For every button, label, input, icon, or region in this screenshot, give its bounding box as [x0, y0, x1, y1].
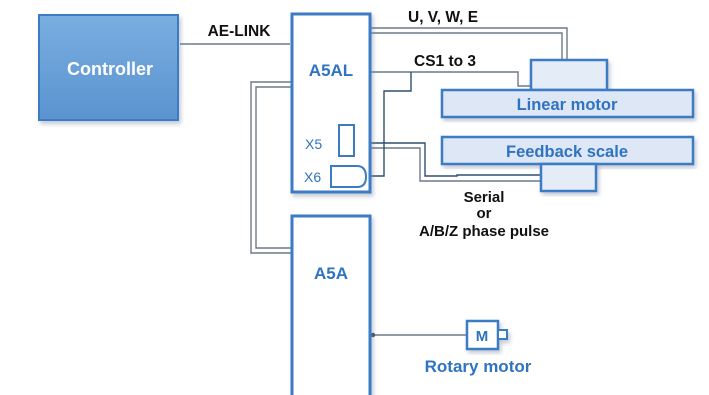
controller-label: Controller [67, 59, 153, 79]
ae-link-label: AE-LINK [208, 23, 272, 40]
rotary-motor-symbol: M [476, 328, 489, 345]
feedback-scale-label: Feedback scale [506, 143, 628, 161]
a5al-unit [290, 12, 372, 194]
cs-cable-label: CS1 to 3 [414, 53, 476, 70]
feedback-scale-head [539, 162, 598, 193]
a5al-a5a-link [255, 86, 292, 249]
power-cable-inner [370, 32, 563, 60]
rotary-motor-icon [465, 319, 508, 351]
a5al-label: A5AL [309, 61, 353, 80]
signal-type-or: or [477, 205, 492, 222]
x5-feedback-wire-2 [355, 147, 540, 182]
x6-port-label: X6 [304, 169, 321, 185]
cs-signal-cable [371, 71, 531, 87]
a5a-unit [290, 214, 372, 395]
signal-type-pulse: A/B/Z phase pulse [419, 223, 549, 240]
x5-feedback-wire [355, 142, 540, 177]
linear-motor-label: Linear motor [517, 96, 618, 114]
x6-feedback-wire [365, 72, 412, 177]
x6-connector [330, 165, 368, 188]
linear-motor-base [440, 88, 695, 119]
x5-connector [338, 124, 355, 157]
signal-type-serial: Serial [464, 189, 505, 206]
cable-junction-dot [370, 332, 376, 338]
linear-motor-mover [529, 58, 609, 92]
a5al-a5a-link-2 [250, 81, 292, 254]
x5-port-label: X5 [305, 136, 322, 152]
power-cable-label: U, V, W, E [408, 9, 478, 26]
rotary-motor-label: Rotary motor [425, 357, 532, 376]
a5a-label: A5A [314, 264, 348, 283]
power-cable [370, 27, 568, 60]
controller-block [38, 14, 179, 121]
